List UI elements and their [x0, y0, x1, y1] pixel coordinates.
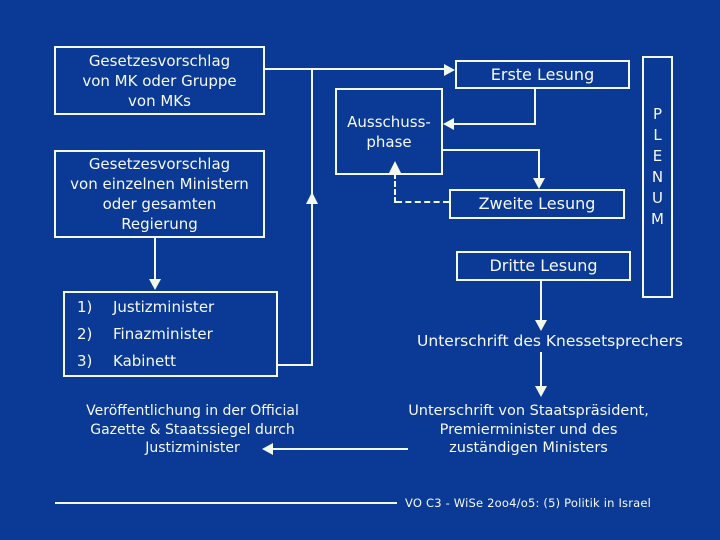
arrowhead-into-ausschuss — [443, 118, 454, 130]
box-text-line: Erste Lesung — [490, 64, 595, 84]
footer-caption: VO C3 - WiSe 2oo4/o5: (5) Politik in Isr… — [405, 496, 652, 510]
connector-knesset-down — [540, 352, 542, 387]
connector-staats-to-veroeffentlichung — [273, 448, 408, 450]
list-item: 3) Kabinett — [65, 348, 276, 375]
list-item: 2) Finazminister — [65, 320, 276, 347]
arrowhead-into-zweite-lesung — [533, 178, 545, 189]
box-text-line: Gesetzesvorschlag — [88, 51, 231, 70]
box-text-line: Regierung — [121, 215, 198, 233]
connector-list-to-trunk — [278, 364, 313, 366]
list-item: 1) Justizminister — [65, 293, 276, 320]
box-plenum: P L E N U M — [642, 56, 673, 298]
arrowhead-into-erste-lesung — [444, 64, 455, 76]
arrowhead-up-trunk — [306, 192, 318, 204]
connector-list-up-trunk — [311, 68, 313, 366]
box-text-line: Gesetzesvorschlag — [88, 155, 231, 173]
plenum-letter: N — [651, 168, 664, 186]
text-line: Unterschrift des Knessetsprechers — [417, 332, 683, 350]
text-line: Veröffentlichung in der Official — [86, 403, 299, 419]
arrowhead-into-veroeffentlichung — [262, 443, 273, 455]
box-gesetzesvorschlag-mk: Gesetzesvorschlag von MK oder Gruppe von… — [54, 46, 265, 115]
connector-mk-to-erste — [265, 68, 446, 70]
box-minister-list: 1) Justizminister 2) Finazminister 3) Ka… — [63, 291, 278, 377]
list-item-label: Justizminister — [113, 297, 215, 316]
text-line: Unterschrift von Staatspräsident, — [408, 403, 649, 419]
connector-ausschuss-right — [443, 149, 540, 151]
box-zweite-lesung: Zweite Lesung — [449, 189, 625, 219]
plenum-letter: E — [652, 147, 663, 165]
box-dritte-lesung: Dritte Lesung — [456, 251, 631, 281]
box-text-line: von einzelnen Ministern — [70, 175, 249, 193]
connector-zweite-feedback-h — [396, 201, 449, 203]
list-item-label: Kabinett — [113, 352, 176, 371]
box-ausschussphase: Ausschuss- phase — [335, 88, 443, 175]
list-item-number: 2) — [77, 324, 93, 343]
box-text-line: Zweite Lesung — [478, 194, 596, 213]
box-text-line: von MK oder Gruppe — [82, 71, 237, 90]
text-unterschrift-staatspraesident: Unterschrift von Staatspräsident, Premie… — [390, 402, 667, 458]
arrowhead-feedback-into-ausschuss — [389, 161, 401, 173]
list-item-number: 1) — [77, 297, 93, 316]
arrowhead-into-staats-text — [535, 386, 547, 397]
arrowhead-into-knesset-text — [535, 320, 547, 331]
box-text-line: von MKs — [128, 91, 191, 110]
text-unterschrift-knesset: Unterschrift des Knessetsprechers — [383, 332, 717, 350]
plenum-letter: U — [652, 189, 663, 207]
plenum-letter: P — [652, 105, 663, 123]
plenum-letter: L — [653, 126, 662, 144]
list-item-number: 3) — [77, 352, 93, 371]
connector-dritte-down — [540, 281, 542, 321]
text-line: zuständigen Ministers — [449, 440, 608, 456]
box-text-line: Ausschuss- — [347, 112, 431, 131]
text-line: Justizminister — [145, 440, 240, 456]
footer-divider — [55, 502, 397, 504]
box-erste-lesung: Erste Lesung — [455, 60, 630, 89]
connector-erste-to-ausschuss — [453, 123, 536, 125]
plenum-letter: M — [651, 210, 664, 228]
text-veroeffentlichung: Veröffentlichung in der Official Gazette… — [50, 402, 335, 458]
box-gesetzesvorschlag-minister: Gesetzesvorschlag von einzelnen Minister… — [54, 150, 265, 238]
box-text-line: oder gesamten — [102, 195, 217, 213]
box-text-line: Dritte Lesung — [489, 256, 598, 275]
connector-erste-down — [534, 89, 536, 125]
connector-zweite-feedback-v — [394, 173, 396, 203]
text-line: Gazette & Staatssiegel durch — [90, 421, 295, 438]
list-item-label: Finazminister — [113, 324, 213, 343]
connector-down-to-zweite — [538, 149, 540, 179]
text-line: Premierminister und des — [439, 421, 618, 438]
box-text-line: phase — [366, 132, 412, 151]
arrowhead-into-list — [149, 279, 161, 290]
connector-minister-down — [154, 238, 156, 280]
